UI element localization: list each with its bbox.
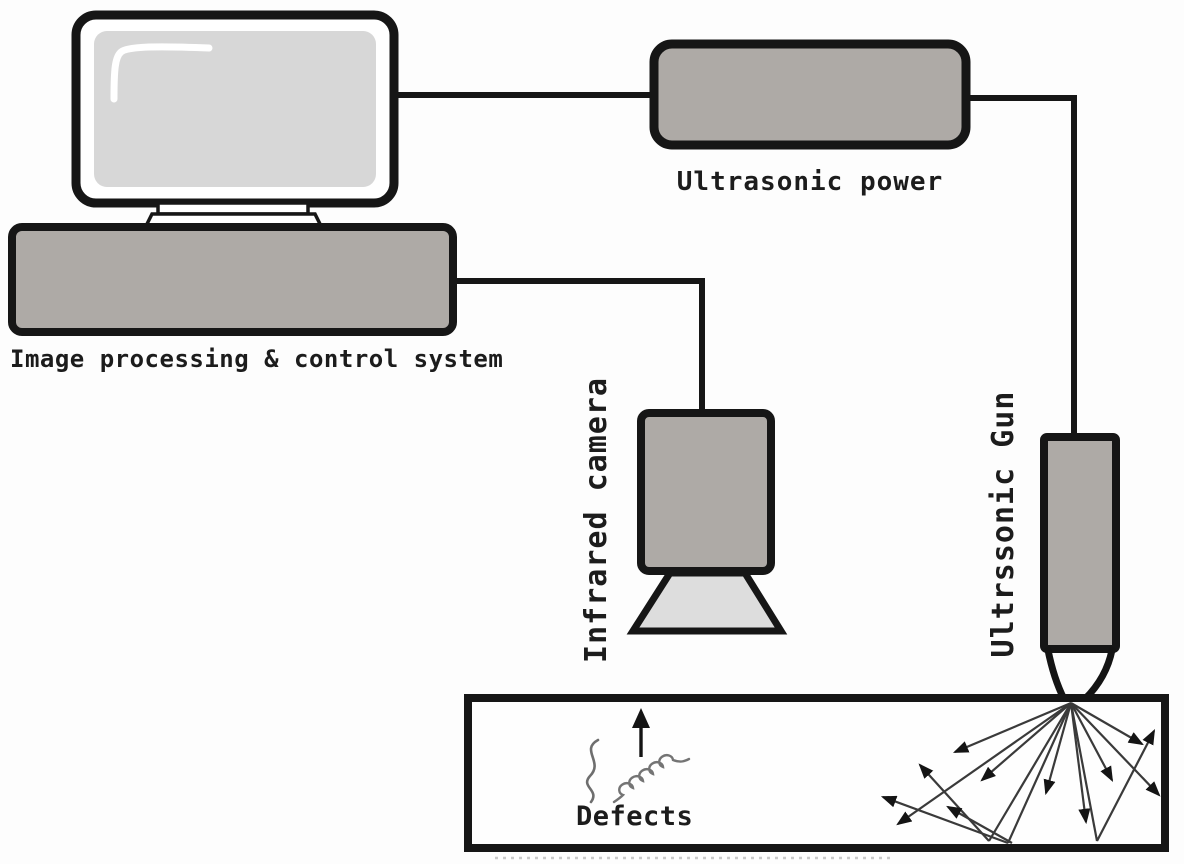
connector-control-to-camera <box>452 278 705 416</box>
label-ultrasonic-power: Ultrasonic power <box>676 167 944 197</box>
ultrasound-ray <box>952 701 1072 754</box>
reflected-ray <box>880 795 1009 845</box>
computer-monitor <box>71 10 399 228</box>
ultrasound-ray <box>1070 702 1114 782</box>
camera-body <box>637 409 775 575</box>
label-infrared-camera: Infrared camera <box>579 377 614 663</box>
defect-up-arrow-head <box>632 708 650 728</box>
ultrasonic-power-box <box>649 39 971 150</box>
defect-coil-squiggle <box>612 754 691 804</box>
ultrasound-scatter-arrows <box>880 701 1161 845</box>
label-ultrasonic-gun: Ultrssonic Gun <box>986 390 1021 658</box>
image-processing-control-system-box <box>8 223 457 336</box>
ultrasonic-gun <box>1040 433 1120 705</box>
defect-wave-marks <box>585 708 691 804</box>
ultrasound-ray-to-bottom <box>1006 702 1073 844</box>
ultrasound-ray <box>896 702 1072 826</box>
label-defects: Defects <box>576 801 694 832</box>
gun-tip-left-edge <box>1044 646 1068 703</box>
connector-power-to-gun <box>964 95 1077 440</box>
reflected-ray <box>918 763 990 842</box>
ultrasound-ray <box>1069 702 1091 825</box>
ultrasound-ray-to-bottom <box>988 702 1072 842</box>
gun-tip-right-edge <box>1081 646 1116 703</box>
ultrasound-ray-to-bottom <box>1069 702 1099 842</box>
ultrasound-ray <box>980 702 1072 782</box>
gun-body <box>1040 433 1120 653</box>
ultrasound-ray <box>1043 702 1073 796</box>
screen-highlight <box>110 43 213 103</box>
reflected-ray <box>1096 729 1156 842</box>
defect-vertical-squiggle <box>585 738 600 804</box>
reflected-ray <box>946 805 1013 844</box>
ultrasound-ray <box>1070 702 1161 797</box>
camera-lens-cone <box>626 569 788 635</box>
ultrasound-ray <box>1070 702 1144 746</box>
monitor-screen <box>94 31 376 187</box>
label-image-processing-control-system: Image processing & control system <box>10 345 504 373</box>
infrared-camera <box>626 409 788 635</box>
